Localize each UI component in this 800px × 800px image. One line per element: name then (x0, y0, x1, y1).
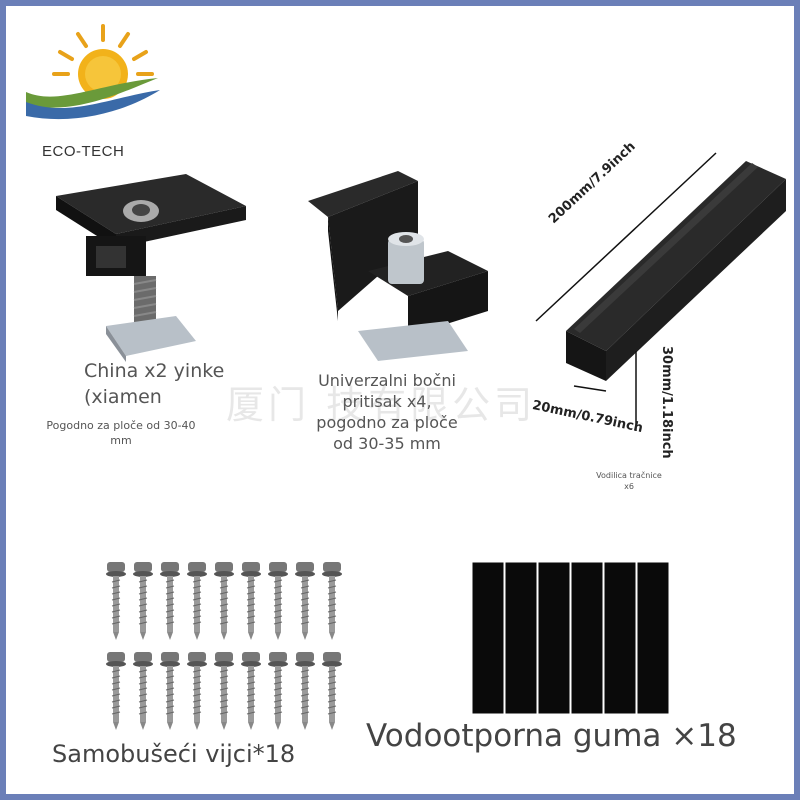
screw (187, 652, 207, 730)
screw (268, 652, 288, 730)
screw (187, 562, 207, 640)
rail-height-label: 30mm/1.18inch (659, 346, 674, 459)
rail-image (535, 152, 786, 431)
screw (133, 562, 153, 640)
rubber-strip (537, 562, 571, 714)
screw (106, 562, 126, 640)
screw (214, 652, 234, 730)
screw (160, 562, 180, 640)
brand-name: ECO-TECH (42, 143, 125, 160)
rail-note: Vodilica tračnice x6 (596, 471, 662, 491)
product-image: ECO-TECH China x2 yinke (xiamen Pogodno … (6, 6, 794, 794)
screw (268, 562, 288, 640)
screws-caption: Samobušeći vijci*18 (52, 740, 296, 768)
screw (295, 652, 315, 730)
screw (106, 652, 126, 730)
rubber-strips-image (472, 562, 670, 714)
mid-clamp-image (56, 174, 246, 362)
rubber-strip (504, 562, 538, 714)
watermark-text: 厦门 技有限公司 (226, 383, 537, 427)
mid-clamp-note: Pogodno za ploče od 30-40 mm (46, 419, 196, 447)
screw (214, 562, 234, 640)
rubber-strip (603, 562, 637, 714)
rubber-strip (570, 562, 604, 714)
screw (322, 562, 342, 640)
screw (241, 562, 261, 640)
end-clamp-label: Univerzalni bočni pritisak x4, pogodno z… (316, 371, 458, 453)
rubber-strip (472, 562, 505, 714)
screw (160, 652, 180, 730)
rubber-strip (636, 562, 670, 714)
screw (295, 562, 315, 640)
screw (322, 652, 342, 730)
rubber-caption: Vodootporna guma ×18 (366, 718, 737, 754)
end-clamp-image (308, 171, 488, 361)
screw (241, 652, 261, 730)
mid-clamp-title: China x2 yinke (xiamen (84, 360, 225, 408)
sun-wave-logo-icon (26, 24, 160, 120)
screws-image (106, 562, 342, 730)
screw (133, 652, 153, 730)
